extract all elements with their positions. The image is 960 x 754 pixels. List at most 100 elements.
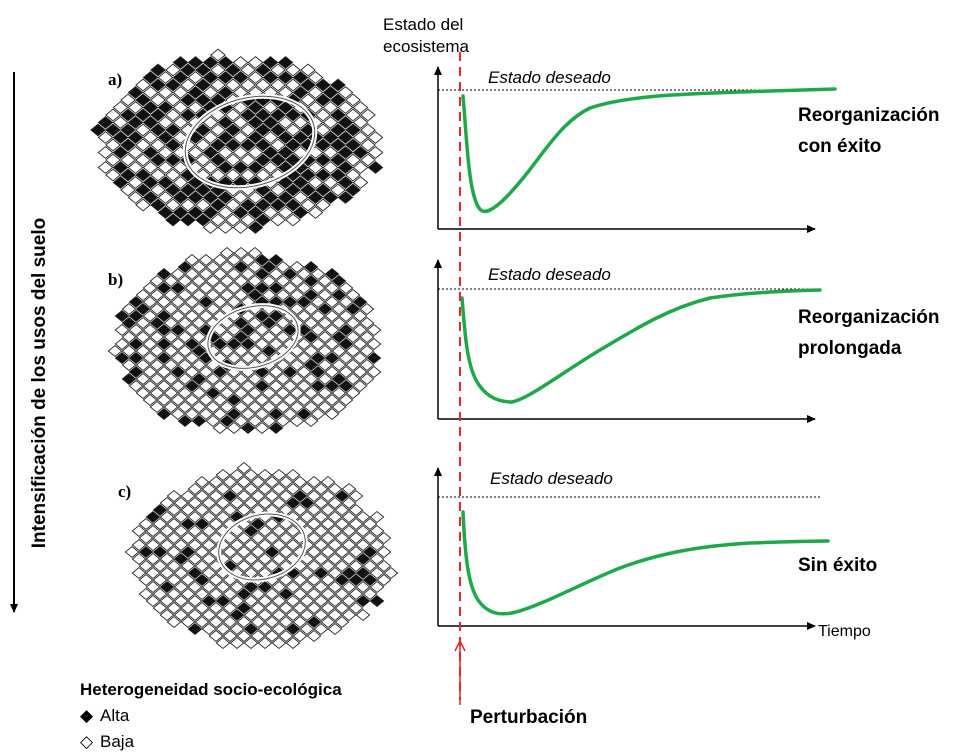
patch-low: [142, 295, 158, 309]
patch-low: [296, 379, 312, 393]
patch-high: [345, 183, 361, 197]
patch-low: [360, 138, 376, 152]
patch-high: [112, 146, 129, 159]
patch-high: [120, 108, 136, 122]
patch-low: [289, 302, 305, 316]
patch-low: [215, 482, 231, 496]
patch-low: [250, 489, 266, 503]
patch-low: [299, 510, 315, 524]
patch-low: [215, 622, 231, 636]
patch-low: [250, 531, 266, 545]
patch-low: [225, 153, 241, 167]
patch-low: [226, 295, 242, 309]
patch-low: [177, 358, 193, 372]
patch-low: [226, 267, 242, 281]
patch-low: [215, 608, 231, 622]
chart-c-axes: [434, 467, 816, 630]
patch-low: [232, 191, 249, 204]
patch-low: [166, 489, 182, 503]
patch-high: [254, 379, 270, 393]
patch-low: [317, 344, 333, 358]
patch-low: [299, 482, 315, 496]
patch-low: [180, 587, 196, 601]
patch-high: [322, 191, 339, 204]
patch-high: [128, 365, 144, 379]
patch-high: [226, 407, 242, 421]
patch-low: [275, 372, 291, 386]
patch-low: [184, 365, 200, 379]
patch-high: [330, 108, 346, 122]
patch-low: [250, 615, 266, 629]
patch-high: [296, 407, 312, 421]
patch-low: [163, 358, 179, 372]
patch-low: [195, 198, 211, 212]
patch-low: [243, 594, 259, 608]
patch-low: [376, 545, 392, 559]
patch-low: [135, 123, 151, 137]
patch-high: [324, 351, 340, 365]
patch-high: [201, 594, 217, 608]
patch-low: [229, 496, 245, 510]
patch-low: [303, 386, 319, 400]
patch-low: [184, 351, 200, 365]
patch-low: [170, 309, 186, 323]
patch-low: [205, 400, 221, 414]
patch-low: [233, 400, 249, 414]
patch-low: [261, 386, 277, 400]
patch-low: [187, 510, 203, 524]
patch-low: [292, 475, 308, 489]
patch-low: [159, 594, 175, 608]
patch-low: [156, 365, 172, 379]
patch-low: [278, 573, 294, 587]
patch-low: [201, 580, 217, 594]
patch-low: [292, 629, 308, 643]
patch-high: [254, 365, 270, 379]
patch-high: [331, 274, 347, 288]
patch-low: [322, 101, 339, 114]
patch-low: [352, 309, 368, 323]
patch-low: [352, 176, 369, 189]
patch-high: [322, 131, 339, 144]
patch-high: [177, 414, 193, 428]
patch-low: [210, 168, 226, 182]
patch-low: [271, 580, 287, 594]
patch-low: [262, 101, 279, 114]
patch-high: [173, 552, 189, 566]
patch-low: [187, 146, 204, 159]
patch-low: [345, 372, 361, 386]
patch-low: [149, 400, 165, 414]
patch-low: [359, 302, 375, 316]
patch-high: [292, 86, 309, 99]
patch-low: [352, 116, 369, 129]
patch-low: [313, 482, 329, 496]
patch-high: [217, 131, 234, 144]
patch-low: [156, 295, 172, 309]
patch-low: [195, 138, 211, 152]
patch-high: [355, 552, 371, 566]
patch-low: [135, 372, 151, 386]
patch-low: [187, 538, 203, 552]
patch-low: [194, 475, 210, 489]
patch-low: [359, 358, 375, 372]
patch-high: [313, 566, 329, 580]
patch-low: [243, 468, 259, 482]
patch-low: [198, 379, 214, 393]
patch-low: [247, 56, 264, 69]
patch-high: [232, 71, 249, 84]
patch-high: [299, 496, 315, 510]
patch-high: [128, 295, 144, 309]
patch-low: [166, 601, 182, 615]
patch-high: [180, 63, 196, 77]
patch-high: [310, 379, 326, 393]
patch-low: [264, 517, 280, 531]
patch-low: [360, 123, 376, 137]
patch-low: [229, 580, 245, 594]
patch-low: [152, 559, 168, 573]
patch-low: [229, 622, 245, 636]
patch-high: [292, 176, 309, 189]
patch-high: [240, 108, 256, 122]
patch-low: [306, 489, 322, 503]
patch-low: [232, 116, 249, 129]
patch-low: [240, 213, 256, 227]
patch-low: [173, 524, 189, 538]
